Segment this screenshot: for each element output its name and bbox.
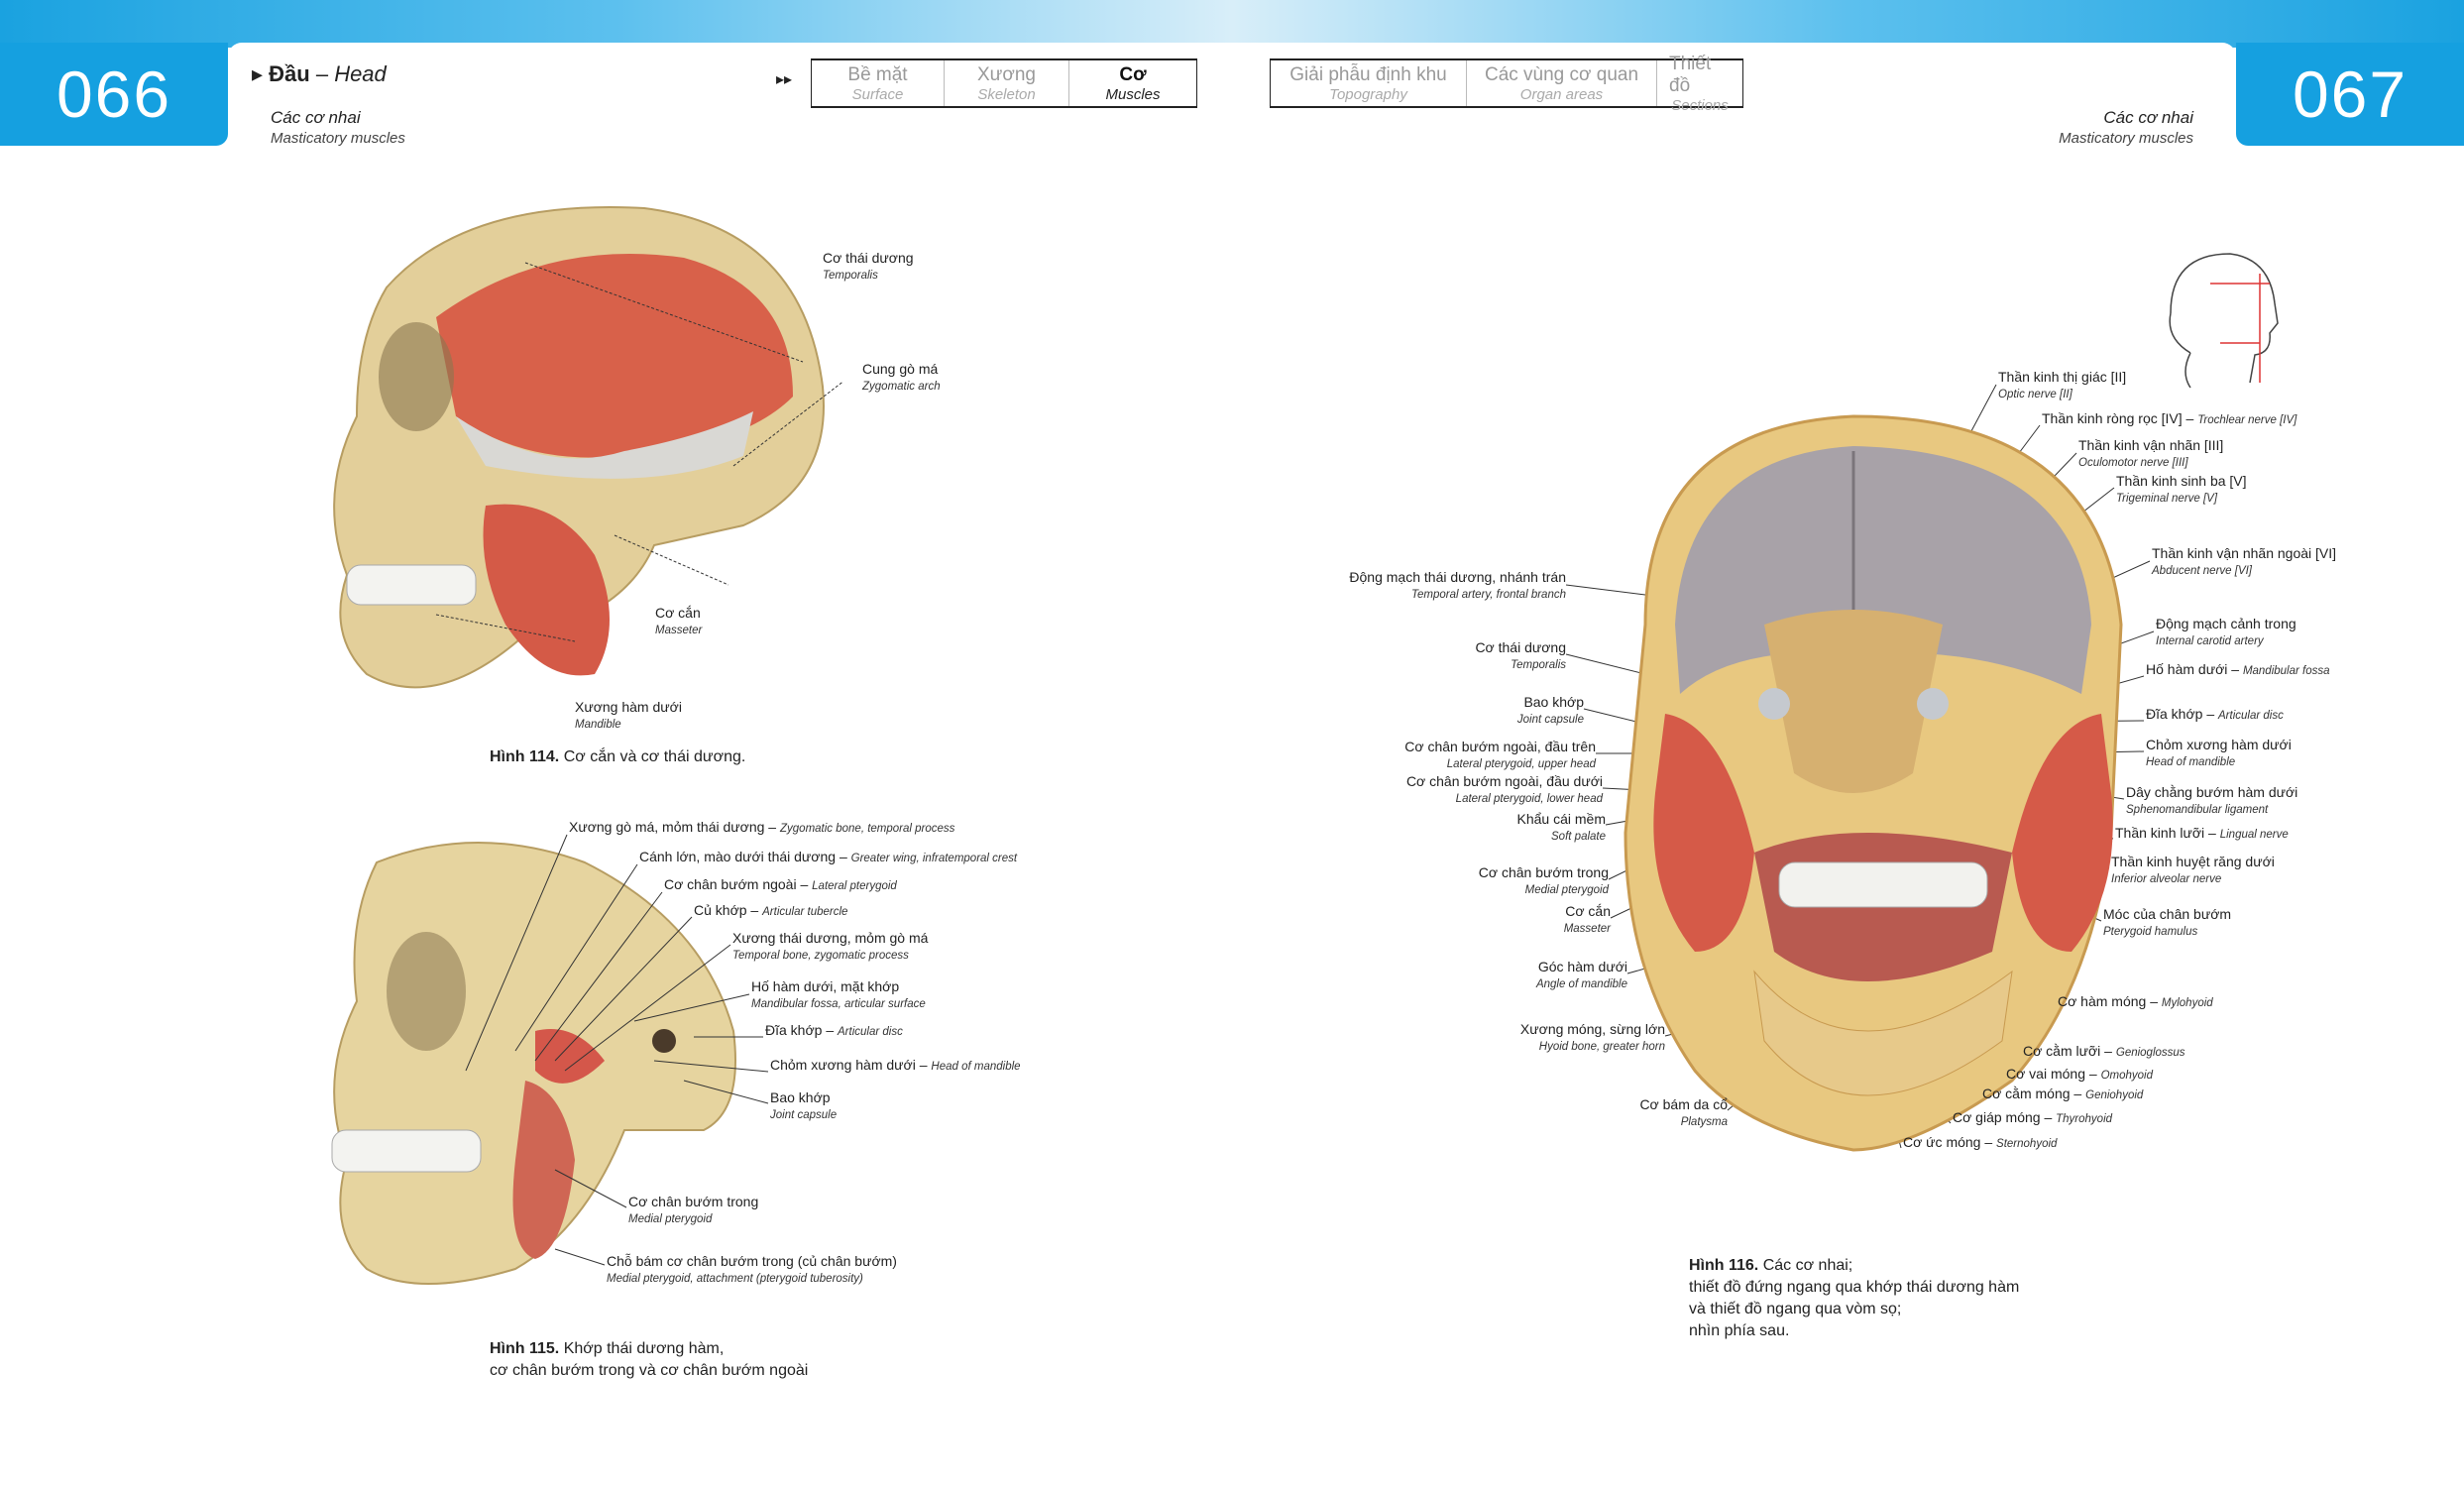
label-genioglossus: Cơ cằm lưỡi – Genioglossus xyxy=(2023,1043,2185,1059)
label-omohyoid: Cơ vai móng – Omohyoid xyxy=(2006,1066,2153,1082)
label-thyrohyoid: Cơ giáp móng – Thyrohyoid xyxy=(1953,1109,2113,1125)
subtitle-en: Masticatory muscles xyxy=(2059,130,2193,147)
left-page-number: 066 xyxy=(0,43,228,146)
right-page-number: 067 xyxy=(2236,43,2464,146)
figure-116-caption: Hình 116. Các cơ nhai;thiết đồ đứng ngan… xyxy=(1689,1257,2020,1339)
label-articular-disc: Đĩa khớp – Articular disc xyxy=(765,1022,903,1038)
subtitle-vi: Các cơ nhai xyxy=(271,108,361,127)
subtitle-en: Masticatory muscles xyxy=(271,130,405,147)
label-zygomatic-temporal-process: Xương gò má, mỏm thái dương – Zygomatic … xyxy=(569,819,955,835)
nav-label: Thiết đồ xyxy=(1669,53,1712,96)
nav-sublabel: Surface xyxy=(851,85,904,103)
label-head-of-mandible: Chỏm xương hàm dưới – Head of mandible xyxy=(770,1057,1021,1073)
section-en: Head xyxy=(334,61,387,86)
label-medial-pterygoid-attachment: Chỗ bám cơ chân bướm trong (củ chân bướm… xyxy=(607,1253,897,1285)
figure-115-caption: Hình 115. Khớp thái dương hàm,cơ chân bư… xyxy=(490,1340,809,1379)
label-mylohyoid: Cơ hàm móng – Mylohyoid xyxy=(2058,993,2213,1009)
label-geniohyoid: Cơ cằm móng – Geniohyoid xyxy=(1982,1086,2144,1101)
nav-sublabel: Organ areas xyxy=(1519,85,1604,103)
subtitle-vi: Các cơ nhai xyxy=(2103,108,2193,127)
head-coronal-section-illustration xyxy=(1624,414,2123,1152)
label-sternohyoid: Cơ ức móng – Sternohyoid xyxy=(1903,1134,2058,1150)
label-oculomotor-nerve: Thần kinh vận nhãn [III]Oculomotor nerve… xyxy=(2078,437,2224,469)
label-greater-wing: Cánh lớn, mào dưới thái dương – Greater … xyxy=(639,849,1018,864)
label-abducent-nerve: Thần kinh vận nhãn ngoài [VI]Abducent ne… xyxy=(2152,545,2337,577)
nav-label: Xương xyxy=(977,63,1036,85)
label-trochlear-nerve: Thần kinh ròng rọc [IV] – Trochlear nerv… xyxy=(2042,410,2297,426)
skull-tmj-illustration xyxy=(331,842,736,1285)
label-trigeminal-nerve: Thần kinh sinh ba [V]Trigeminal nerve [V… xyxy=(2116,473,2247,505)
label-mandibular-fossa: Hố hàm dưới – Mandibular fossa xyxy=(2146,661,2330,677)
nav-label: Giải phẫu định khu xyxy=(1289,63,1447,85)
nav-sublabel: Skeleton xyxy=(977,85,1036,103)
label-optic-nerve: Thần kinh thị giác [II]Optic nerve [II] xyxy=(1998,369,2127,400)
nav-label: Các vùng cơ quan xyxy=(1484,63,1639,85)
nav-sublabel: Topography xyxy=(1329,85,1407,103)
label-articular-tubercle: Củ khớp – Articular tubercle xyxy=(694,902,848,918)
header-card xyxy=(228,43,2236,152)
figure-114-caption: Hình 114. Cơ cắn và cơ thái dương. xyxy=(490,748,746,765)
label-articular-disc: Đĩa khớp – Articular disc xyxy=(2146,706,2284,722)
skull-lateral-muscles-illustration xyxy=(333,206,842,689)
nav-label: Bề mặt xyxy=(847,63,908,85)
orientation-head-sketch xyxy=(2169,253,2279,389)
nav-label: Cơ xyxy=(1119,63,1147,85)
nav-sublabel: Sections xyxy=(1671,96,1729,114)
nav-sublabel: Muscles xyxy=(1105,85,1161,103)
double-arrow-icon: ▸▸ xyxy=(776,71,793,88)
label-lateral-pterygoid: Cơ chân bướm ngoài – Lateral pterygoid xyxy=(664,876,897,892)
breadcrumb: ▸ Đầu – Head xyxy=(252,61,387,86)
label-lingual-nerve: Thần kinh lưỡi – Lingual nerve xyxy=(2115,825,2289,841)
section-vi: Đầu xyxy=(269,61,310,86)
top-gradient-bar xyxy=(0,0,2464,48)
